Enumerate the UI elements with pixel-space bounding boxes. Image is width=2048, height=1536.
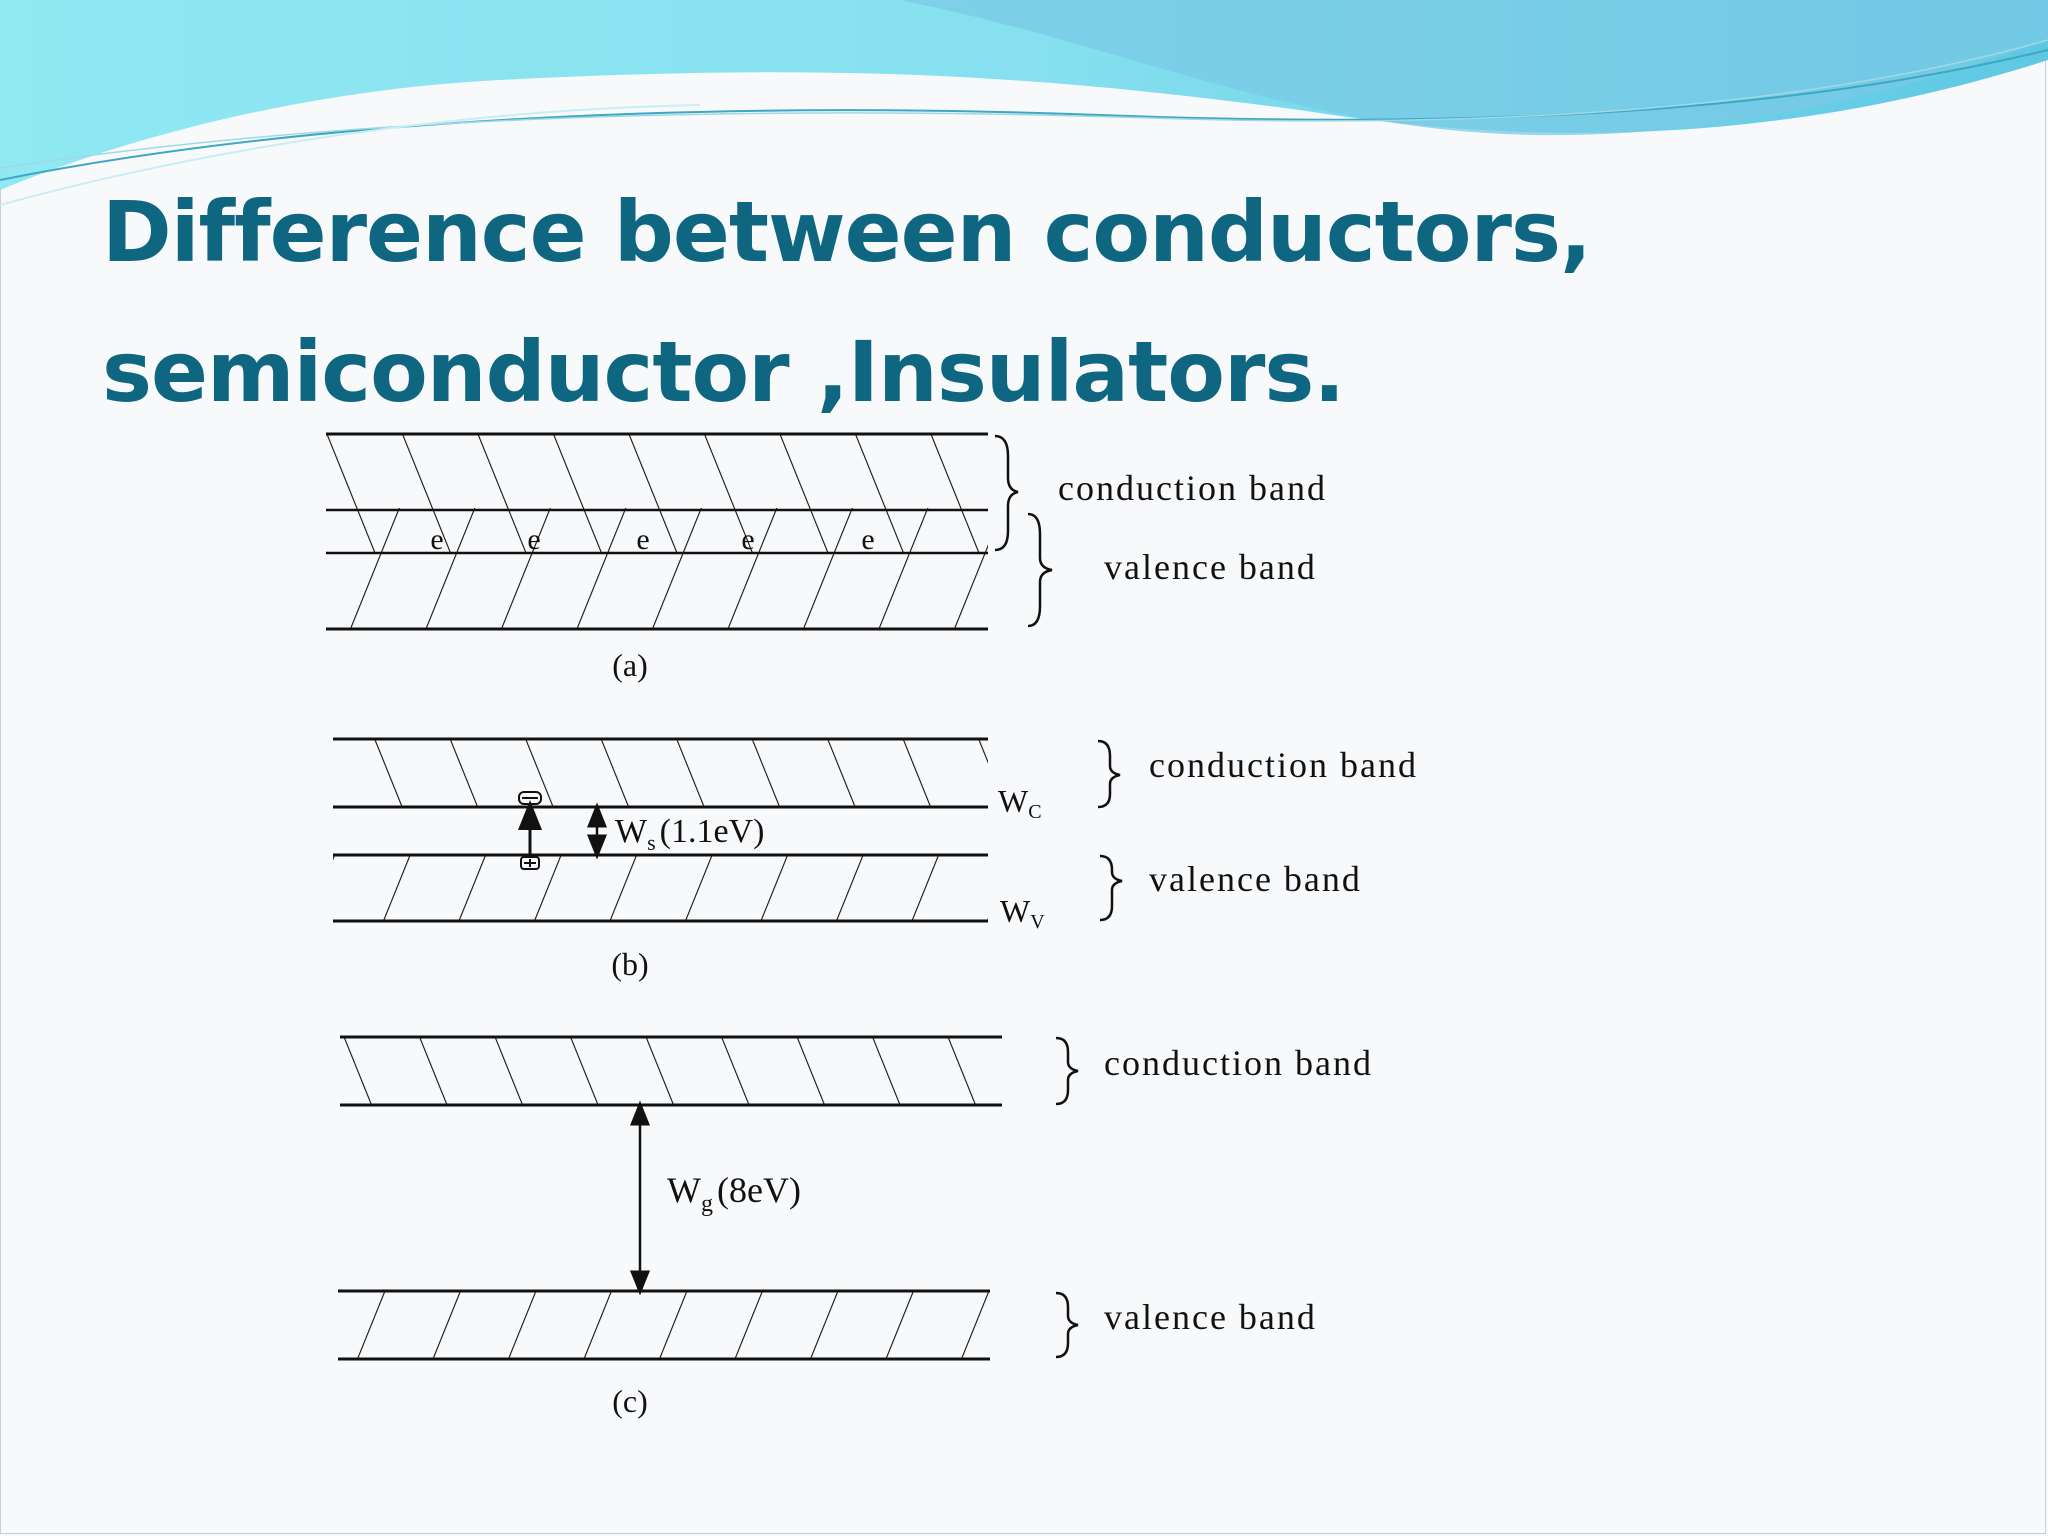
c-gap-w: W	[667, 1170, 701, 1210]
b-gap-value: (1.1eV)	[660, 813, 765, 850]
b-valence-band-hatch	[333, 855, 988, 921]
header-wave-decoration	[0, 0, 2048, 206]
diagram-a-conductor: e e e e e conduction band valence band (…	[326, 432, 1327, 683]
a-conduction-label: conduction band	[1058, 468, 1327, 508]
c-conduction-band-hatch	[340, 1037, 1002, 1105]
c-gap-value: (8eV)	[717, 1170, 801, 1210]
slide-title-line-2: semiconductor ,Insulators.	[102, 323, 1345, 421]
b-conduction-label: conduction band	[1149, 745, 1418, 785]
b-conduction-brace	[1097, 739, 1121, 809]
b-wv-label: WV	[1000, 893, 1045, 933]
b-caption: (b)	[611, 946, 648, 982]
slide-title: Difference between conductors, semicondu…	[102, 162, 1802, 442]
electron-symbol: e	[741, 523, 754, 556]
a-valence-label: valence band	[1104, 547, 1317, 587]
b-wc-label: WC	[998, 783, 1042, 823]
electron-symbol: e	[636, 523, 649, 556]
c-gap-subscript: g	[701, 1191, 713, 1217]
a-conduction-brace	[994, 434, 1019, 552]
diagram-b-semiconductor: Ws(1.1eV) WC WV conduction band valence …	[333, 737, 1418, 982]
a-valence-brace	[1027, 512, 1053, 628]
c-conduction-brace	[1055, 1036, 1079, 1106]
c-valence-brace	[1055, 1291, 1079, 1359]
b-gap-label: Ws(1.1eV)	[615, 813, 764, 855]
c-gap-label: Wg(8eV)	[667, 1170, 801, 1217]
b-valence-label: valence band	[1149, 859, 1362, 899]
b-conduction-band-hatch	[333, 739, 988, 807]
b-gap-w: W	[615, 813, 648, 850]
c-valence-band-hatch	[338, 1291, 990, 1359]
b-gap-subscript: s	[647, 830, 656, 855]
a-caption: (a)	[612, 647, 648, 683]
c-caption: (c)	[612, 1383, 648, 1419]
c-valence-label: valence band	[1104, 1297, 1317, 1337]
a-electrons: e e e e e	[430, 523, 874, 556]
electron-symbol: e	[861, 523, 874, 556]
electron-symbol: e	[430, 523, 443, 556]
slide-title-line-1: Difference between conductors,	[102, 183, 1592, 281]
c-conduction-label: conduction band	[1104, 1043, 1373, 1083]
b-electron-hole-transition	[518, 791, 542, 870]
electron-symbol: e	[527, 523, 540, 556]
diagram-c-insulator: Wg(8eV) conduction band valence band (c)	[338, 1035, 1373, 1419]
b-valence-brace	[1099, 854, 1123, 922]
a-valence-band-hatch	[326, 508, 988, 629]
